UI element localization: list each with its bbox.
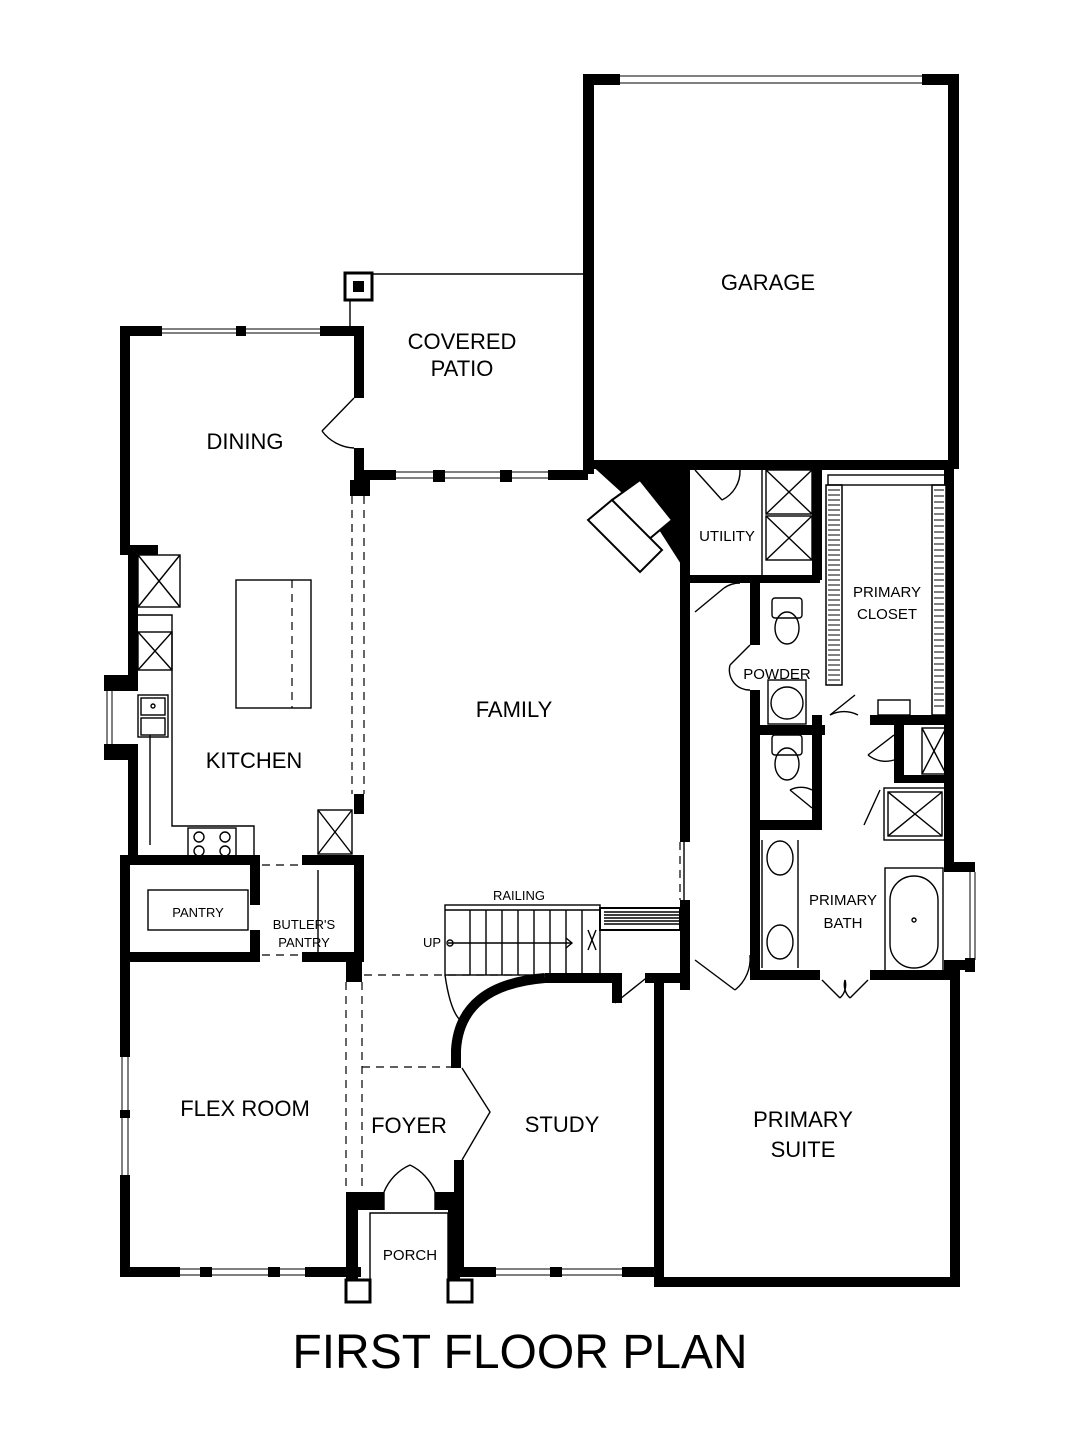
pantry-label: PANTRY bbox=[172, 905, 224, 920]
foyer-label: FOYER bbox=[371, 1113, 447, 1138]
covered-patio-outline bbox=[343, 271, 583, 328]
kitchen-fixtures bbox=[137, 554, 353, 859]
foyer-porch-walls bbox=[344, 973, 690, 1304]
primary-walls bbox=[750, 462, 976, 1287]
flex-room-label: FLEX ROOM bbox=[180, 1096, 310, 1121]
covered-patio-label-line1: COVERED bbox=[408, 329, 517, 354]
flex-room-walls bbox=[120, 962, 520, 1277]
dining-label: DINING bbox=[207, 429, 284, 454]
primary-suite-label-line2: SUITE bbox=[771, 1137, 836, 1162]
family-label: FAMILY bbox=[476, 697, 553, 722]
primary-bath-label-line2: BATH bbox=[824, 915, 863, 932]
primary-closet-label-line1: PRIMARY bbox=[853, 584, 921, 601]
butlers-pantry-label-line2: PANTRY bbox=[278, 935, 330, 950]
pantry-walls bbox=[120, 864, 364, 962]
primary-bath-label-line1: PRIMARY bbox=[809, 892, 877, 909]
primary-suite-windows bbox=[654, 1277, 960, 1287]
primary-suite-label-line1: PRIMARY bbox=[753, 1107, 853, 1132]
garage-label: GARAGE bbox=[721, 270, 815, 295]
family-walls bbox=[586, 462, 959, 1287]
powder-label: POWDER bbox=[743, 666, 811, 683]
plan-title: FIRST FLOOR PLAN bbox=[292, 1326, 747, 1379]
railing-label: RAILING bbox=[493, 888, 545, 903]
porch-label: PORCH bbox=[383, 1247, 437, 1264]
utility-walls bbox=[690, 462, 825, 991]
butlers-pantry-label-line1: BUTLER'S bbox=[273, 917, 336, 932]
dining-kitchen-walls bbox=[104, 326, 588, 955]
covered-patio-label-line2: PATIO bbox=[431, 356, 494, 381]
study-label: STUDY bbox=[525, 1112, 600, 1137]
primary-closet-label-line2: CLOSET bbox=[857, 606, 917, 623]
kitchen-label: KITCHEN bbox=[206, 748, 303, 773]
utility-label: UTILITY bbox=[699, 528, 755, 545]
up-label: UP bbox=[423, 935, 441, 950]
